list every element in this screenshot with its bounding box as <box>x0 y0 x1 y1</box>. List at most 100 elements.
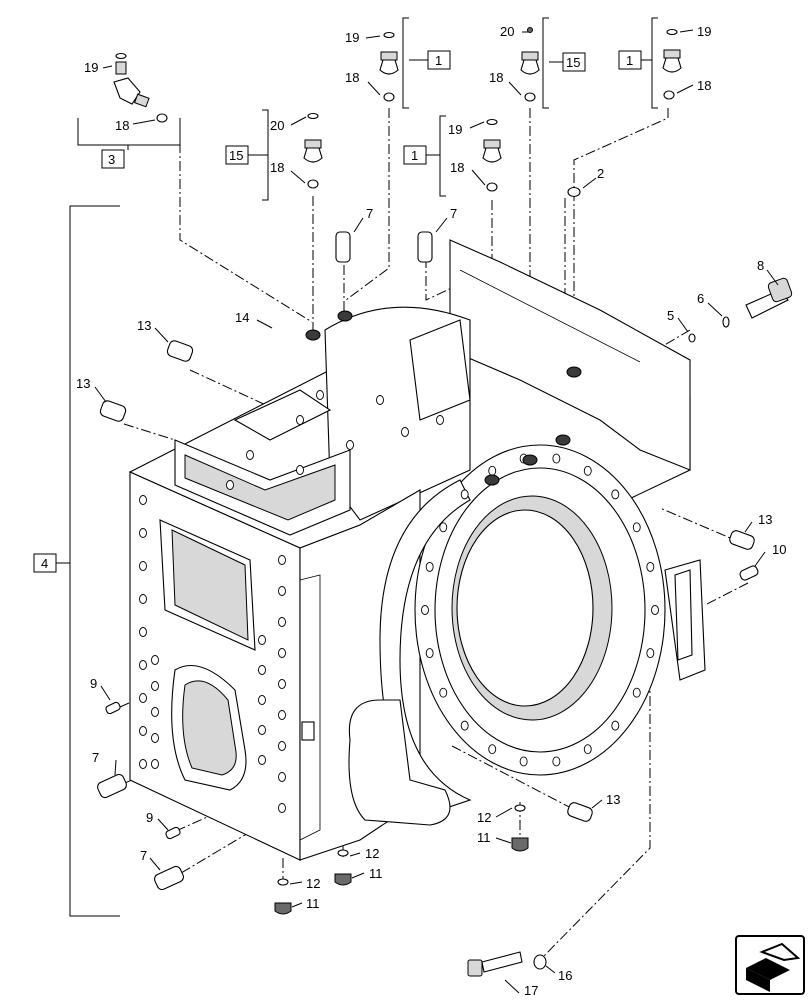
callout-9: 9 <box>90 676 97 691</box>
dowel-pin <box>154 865 184 891</box>
bolt-hole <box>460 489 469 500</box>
bolt-hole <box>278 555 286 565</box>
ref-box-1: 1 <box>411 148 418 163</box>
bolt-hole <box>611 720 620 731</box>
callout-5: 5 <box>667 308 674 323</box>
bolt-hole <box>151 707 159 717</box>
callout-13: 13 <box>137 318 151 333</box>
bolt-hole <box>346 440 354 450</box>
callout-10: 10 <box>772 542 786 557</box>
bolt-hole <box>278 710 286 720</box>
fitting-assembly-5 <box>482 118 502 192</box>
callout-13: 13 <box>606 792 620 807</box>
bolt-hole <box>278 648 286 658</box>
bolt-hole <box>296 465 304 475</box>
callout-labels: 19 18 19 18 20 18 19 18 20 18 19 18 2 7 … <box>76 24 786 998</box>
callout-19: 19 <box>84 60 98 75</box>
fitting-assembly-4 <box>303 112 323 189</box>
pin <box>567 802 593 822</box>
drain-plugs <box>274 804 529 915</box>
bolt-hole <box>139 693 147 703</box>
callout-20: 20 <box>500 24 514 39</box>
dowel-pin <box>417 231 433 263</box>
bolt-hole <box>296 415 304 425</box>
bolt-hole <box>401 427 409 437</box>
ref-box-1: 1 <box>435 53 442 68</box>
ref-box-15: 15 <box>566 55 580 70</box>
bolt-hole <box>278 741 286 751</box>
bolt-hole <box>519 756 528 767</box>
bolt-hole <box>488 465 497 476</box>
bolt-hole <box>651 605 659 615</box>
callout-18: 18 <box>345 70 359 85</box>
port-opening <box>566 366 582 378</box>
bolt-hole <box>151 681 159 691</box>
bolt-hole <box>226 480 234 490</box>
fitting-assembly-1 <box>379 31 399 102</box>
bolt-hole <box>552 756 561 767</box>
bolt-hole <box>425 648 434 659</box>
housing-bolt-holes <box>139 310 659 813</box>
pin <box>729 530 755 550</box>
bolt-hole <box>258 755 266 765</box>
callout-12: 12 <box>365 846 379 861</box>
bolt-hole <box>611 489 620 500</box>
port-opening <box>555 434 571 446</box>
bolt-17 <box>467 951 523 977</box>
dowel-pin <box>335 231 351 263</box>
leader-lines <box>94 29 779 994</box>
bolt-hole <box>258 635 266 645</box>
bolt-hole <box>439 687 448 698</box>
bolt-hole <box>488 744 497 755</box>
washer <box>533 954 547 970</box>
callout-11: 11 <box>369 866 383 881</box>
bolt-hole <box>376 395 384 405</box>
callout-11: 11 <box>477 830 491 845</box>
navigation-arrow-icon <box>735 935 805 995</box>
pin <box>739 565 759 581</box>
bolt-hole <box>139 759 147 769</box>
callout-16: 16 <box>558 968 572 983</box>
pin <box>105 701 121 715</box>
callout-13: 13 <box>76 376 90 391</box>
bolt-hole <box>646 561 655 572</box>
bolt-hole <box>151 733 159 743</box>
callout-7: 7 <box>140 848 147 863</box>
callout-20: 20 <box>270 118 284 133</box>
bolt-hole <box>139 594 147 604</box>
bolt-hole <box>421 605 429 615</box>
dowel-pin <box>97 773 127 799</box>
callout-19: 19 <box>345 30 359 45</box>
reference-boxes: 3 15 1 15 1 1 4 <box>33 50 642 573</box>
bolt-hole <box>258 725 266 735</box>
bolt-hole <box>139 495 147 505</box>
bolt-hole <box>316 390 324 400</box>
bolt-assembly-8 <box>688 277 793 343</box>
port-opening <box>337 310 353 322</box>
bolt-hole <box>139 561 147 571</box>
bolt-hole <box>151 655 159 665</box>
elbow-fitting-icon <box>113 52 168 123</box>
bolt-hole <box>436 415 444 425</box>
callout-7: 7 <box>450 206 457 221</box>
bolt-hole <box>552 453 561 464</box>
bolt-hole <box>139 528 147 538</box>
bolt-hole <box>632 687 641 698</box>
ref-box-4: 4 <box>41 556 48 571</box>
callout-18: 18 <box>450 160 464 175</box>
bolt-hole <box>278 586 286 596</box>
callout-19: 19 <box>697 24 711 39</box>
callout-17: 17 <box>524 983 538 998</box>
callout-18: 18 <box>697 78 711 93</box>
bolt-hole <box>246 450 254 460</box>
ref-box-3: 3 <box>108 152 115 167</box>
transmission-housing <box>128 239 706 861</box>
callout-2: 2 <box>597 166 604 181</box>
ref-box-15: 15 <box>229 148 243 163</box>
ref-box-1: 1 <box>626 53 633 68</box>
bolt-hole <box>151 759 159 769</box>
bolt-hole <box>646 648 655 659</box>
o-ring <box>567 186 581 198</box>
